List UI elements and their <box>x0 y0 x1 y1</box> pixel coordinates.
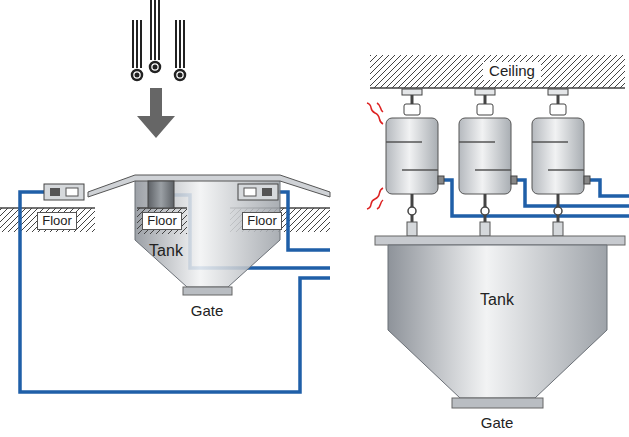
tank-body <box>135 178 280 287</box>
s-type-load-cell <box>532 89 590 236</box>
gate-flange <box>452 398 543 408</box>
floor-label: Floor <box>142 212 182 230</box>
tank-text: Tank <box>149 241 183 260</box>
tank-outline <box>370 228 629 435</box>
floor-ground <box>0 208 330 232</box>
s-type-load-cell <box>386 89 444 236</box>
roof-ledge <box>88 175 330 197</box>
signal-cable <box>20 192 330 392</box>
floor-hatch <box>137 208 187 234</box>
center-support <box>148 181 174 208</box>
s-type-load-cell <box>459 89 517 236</box>
ceiling-text: Ceiling <box>483 62 541 80</box>
coil-material <box>132 0 185 80</box>
floor-label: Floor <box>242 212 282 230</box>
vibration-mark <box>367 103 383 209</box>
floor-text: Floor <box>247 213 277 229</box>
floor-label: Floor <box>37 212 77 230</box>
tank-outline <box>40 170 335 325</box>
compression-load-cell <box>44 184 84 200</box>
floor-text: Floor <box>147 213 177 229</box>
tank-body <box>388 245 607 398</box>
compression-load-cell <box>238 184 278 200</box>
floor-text: Floor <box>42 213 72 229</box>
tank-text: Tank <box>480 290 514 309</box>
ceiling-hatch <box>370 55 625 88</box>
ceiling: Ceiling <box>370 55 625 89</box>
tank: TankGate Floor <box>40 170 335 325</box>
gate-flange <box>183 287 232 295</box>
load-arrow <box>137 88 175 138</box>
tank: TankGate <box>370 228 629 435</box>
gate-text: Gate <box>191 302 224 320</box>
gate-text: Gate <box>481 414 514 432</box>
tank-top-bar <box>375 236 625 245</box>
